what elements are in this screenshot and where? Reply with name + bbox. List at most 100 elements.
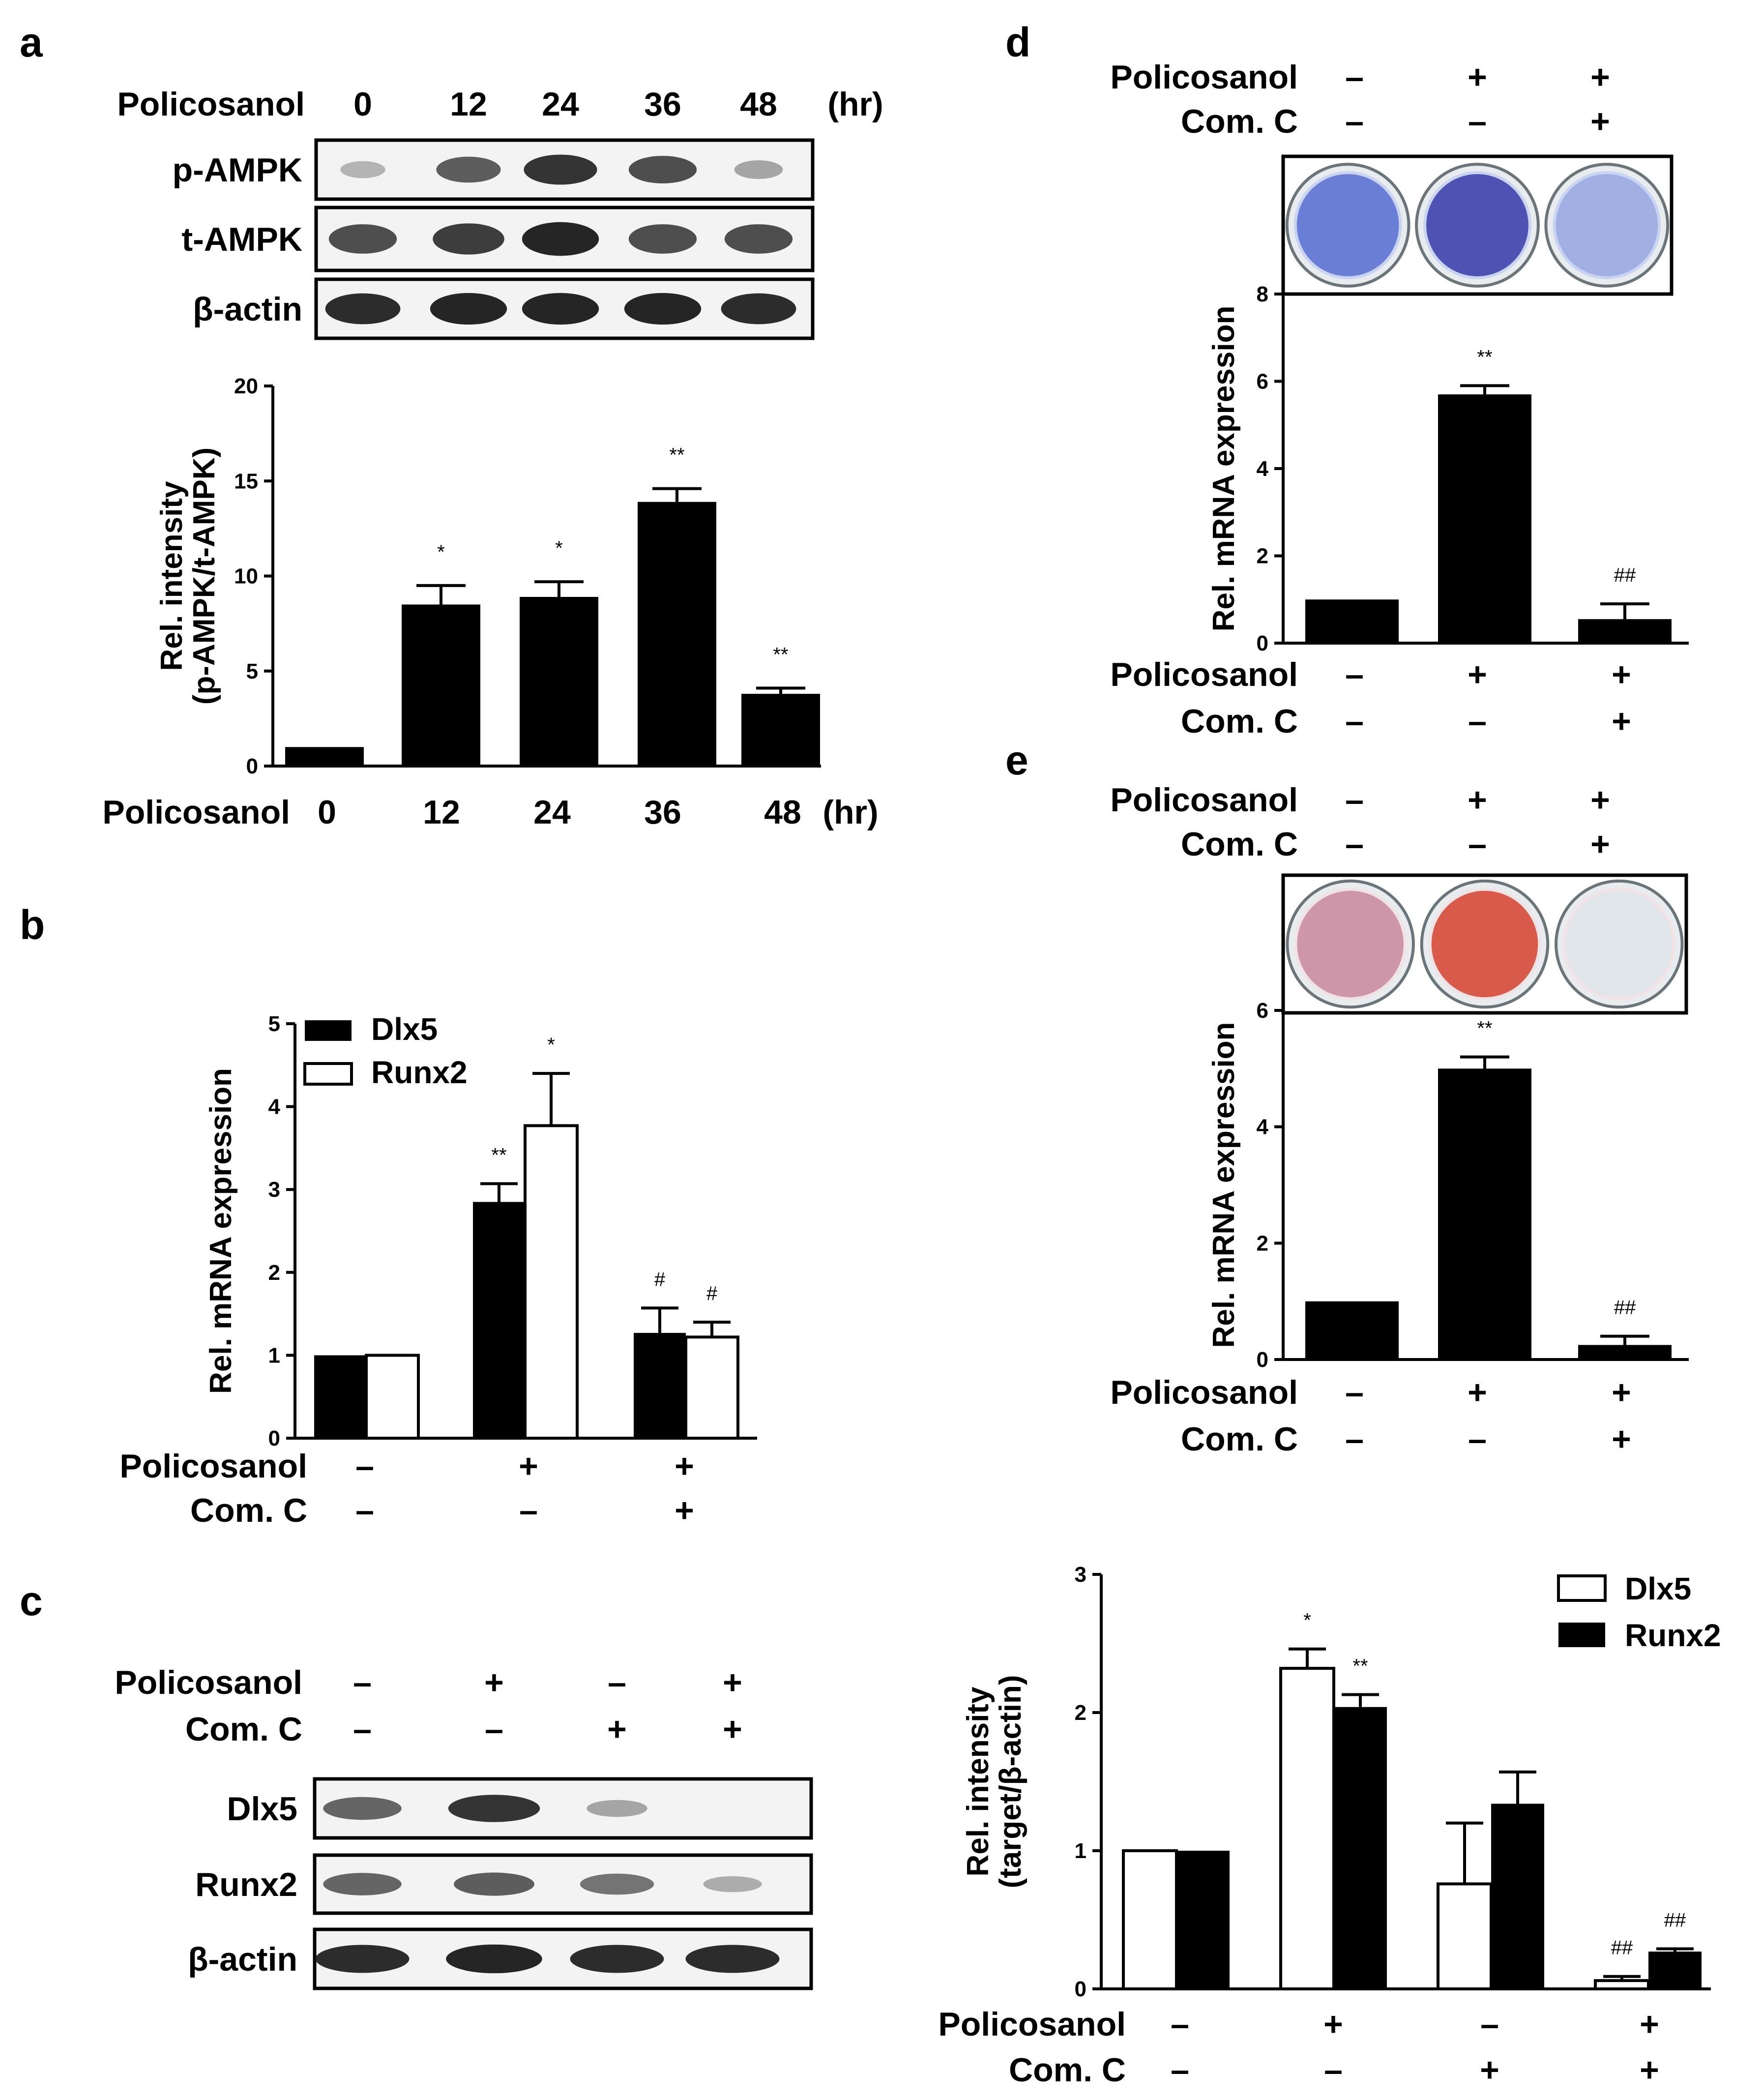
western-blot-band <box>628 224 697 254</box>
significance-marker: # <box>706 1283 718 1304</box>
blot-row-label: p-AMPK <box>173 151 302 189</box>
y-tick-label: 5 <box>268 1012 280 1036</box>
blot-row-label: t-AMPK <box>181 221 302 258</box>
bar <box>684 1335 739 1440</box>
treatment-sign: + <box>1590 826 1610 863</box>
y-tick-label: 0 <box>1257 1348 1268 1372</box>
western-blot-band <box>524 154 597 185</box>
bar <box>1334 1707 1387 1989</box>
bar <box>285 747 364 766</box>
bar <box>1437 1882 1493 1990</box>
x-tick-label: 48 <box>764 794 801 831</box>
x-unit-label: (hr) <box>822 794 878 831</box>
western-blot-band <box>685 1945 780 1973</box>
western-blot-band <box>448 1795 540 1822</box>
condition-label: Policosanol <box>1110 781 1298 819</box>
western-blot-band <box>430 293 507 325</box>
significance-marker: ** <box>1477 346 1492 368</box>
western-blot-band <box>325 293 401 325</box>
western-blot-band <box>587 1800 647 1817</box>
western-blot-band <box>624 293 702 325</box>
treatment-sign: – <box>1345 1420 1364 1458</box>
y-tick-label: 0 <box>246 754 258 778</box>
western-blot-band <box>721 293 796 325</box>
y-axis-title: Rel. mRNA expression <box>1207 1022 1241 1348</box>
bar <box>314 1355 366 1438</box>
y-axis-title: Rel. mRNA expression <box>1207 306 1241 632</box>
y-tick-label: 1 <box>268 1343 280 1367</box>
condition-label: Com. C <box>1181 1420 1298 1458</box>
western-blot-band <box>454 1872 534 1896</box>
panel-letter: d <box>1005 19 1030 65</box>
panel-letter: a <box>20 19 43 65</box>
legend-swatch <box>1558 1623 1605 1647</box>
y-tick-label: 3 <box>268 1178 280 1202</box>
y-tick-label: 15 <box>234 469 258 493</box>
y-axis-title: (target/β-actin) <box>994 1675 1028 1889</box>
legend-swatch <box>1557 1574 1607 1602</box>
culture-well-stain <box>1296 174 1399 276</box>
y-tick-label: 3 <box>1075 1563 1087 1587</box>
bar <box>634 1332 686 1438</box>
western-blot-band <box>734 160 783 179</box>
treatment-sign: + <box>1480 2051 1499 2089</box>
western-blot-band <box>446 1944 542 1974</box>
western-blot-band <box>570 1945 664 1973</box>
western-blot-band <box>340 161 385 178</box>
treatment-sign: + <box>675 1492 694 1529</box>
western-blot-band <box>328 224 397 254</box>
condition-label: Com. C <box>185 1711 302 1748</box>
y-tick-label: 20 <box>234 374 258 398</box>
bar <box>402 604 480 766</box>
y-axis-title: Rel. intensity <box>155 481 189 671</box>
y-tick-label: 0 <box>1075 1977 1087 2001</box>
x-axis-title: Policosanol <box>102 794 290 831</box>
lane-label: 12 <box>450 86 487 123</box>
treatment-sign: + <box>1640 2051 1659 2089</box>
western-blot-band <box>724 224 793 254</box>
western-blot-band <box>628 155 697 184</box>
y-tick-label: 10 <box>234 564 258 589</box>
treatment-sign: + <box>484 1664 504 1701</box>
y-tick-label: 4 <box>268 1095 281 1119</box>
blot-row-label: Runx2 <box>195 1866 297 1903</box>
condition-label: Policosanol <box>117 86 305 123</box>
significance-marker: ## <box>1664 1910 1686 1931</box>
bar <box>365 1354 420 1440</box>
condition-label: Com. C <box>1181 826 1298 863</box>
y-tick-label: 4 <box>1257 1115 1269 1139</box>
bar <box>1491 1804 1544 1989</box>
western-blot-band <box>522 293 599 325</box>
treatment-sign: – <box>1345 1374 1364 1411</box>
western-blot-band <box>315 1945 410 1973</box>
x-tick-label: 12 <box>423 794 460 831</box>
treatment-sign: + <box>723 1711 742 1748</box>
treatment-sign: – <box>353 1711 372 1748</box>
significance-marker: ** <box>1477 1018 1492 1039</box>
y-tick-label: 2 <box>1075 1701 1087 1725</box>
panel-letter: e <box>1005 737 1028 783</box>
blot-strip <box>313 1853 813 1915</box>
condition-label: Policosanol <box>115 1664 302 1701</box>
condition-label: Com. C <box>1181 703 1298 740</box>
treatment-sign: + <box>1640 2006 1659 2043</box>
blot-row-label: β-actin <box>193 291 302 328</box>
western-blot-band <box>433 223 504 255</box>
western-blot-band <box>522 222 599 256</box>
condition-label: Policosanol <box>119 1448 307 1485</box>
bar <box>1305 599 1399 643</box>
x-tick-label: 36 <box>644 794 681 831</box>
significance-marker: ## <box>1611 1937 1633 1959</box>
treatment-sign: + <box>723 1664 742 1701</box>
treatment-sign: – <box>1345 781 1364 819</box>
culture-well-stain <box>1556 174 1658 276</box>
bar <box>524 1124 579 1440</box>
western-blot-band <box>580 1873 654 1895</box>
bar <box>1594 1979 1650 1990</box>
bar <box>1176 1851 1230 1989</box>
treatment-sign: + <box>1590 59 1610 96</box>
